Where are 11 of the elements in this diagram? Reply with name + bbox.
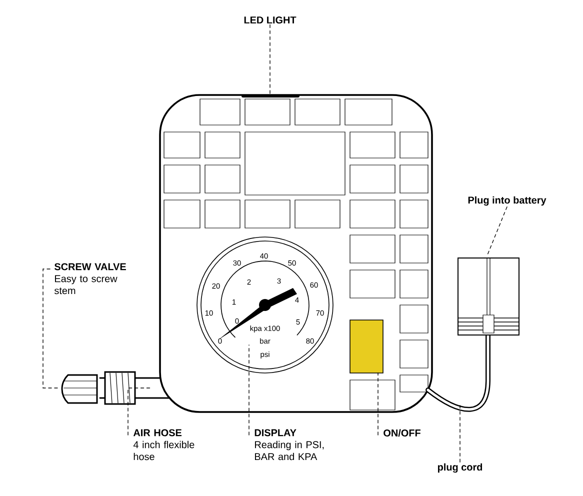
callout-text: SCREW VALVE Easy to screw stem <box>54 263 126 294</box>
callout-text: plug cord <box>438 463 482 473</box>
callout-text: ON/OFF <box>384 429 420 437</box>
leader-line <box>42 268 58 388</box>
callout-text: DISPLAY Reading in PSI, BAR and KPA <box>254 429 324 460</box>
leader-line <box>486 206 508 256</box>
callout-text: Plug into battery <box>468 196 546 206</box>
callout-text: AIR HOSE 4 inch flexible hose <box>133 429 194 460</box>
leader-line <box>128 388 150 436</box>
leader-line <box>248 344 250 436</box>
callout-text: LED LIGHT <box>244 16 296 24</box>
